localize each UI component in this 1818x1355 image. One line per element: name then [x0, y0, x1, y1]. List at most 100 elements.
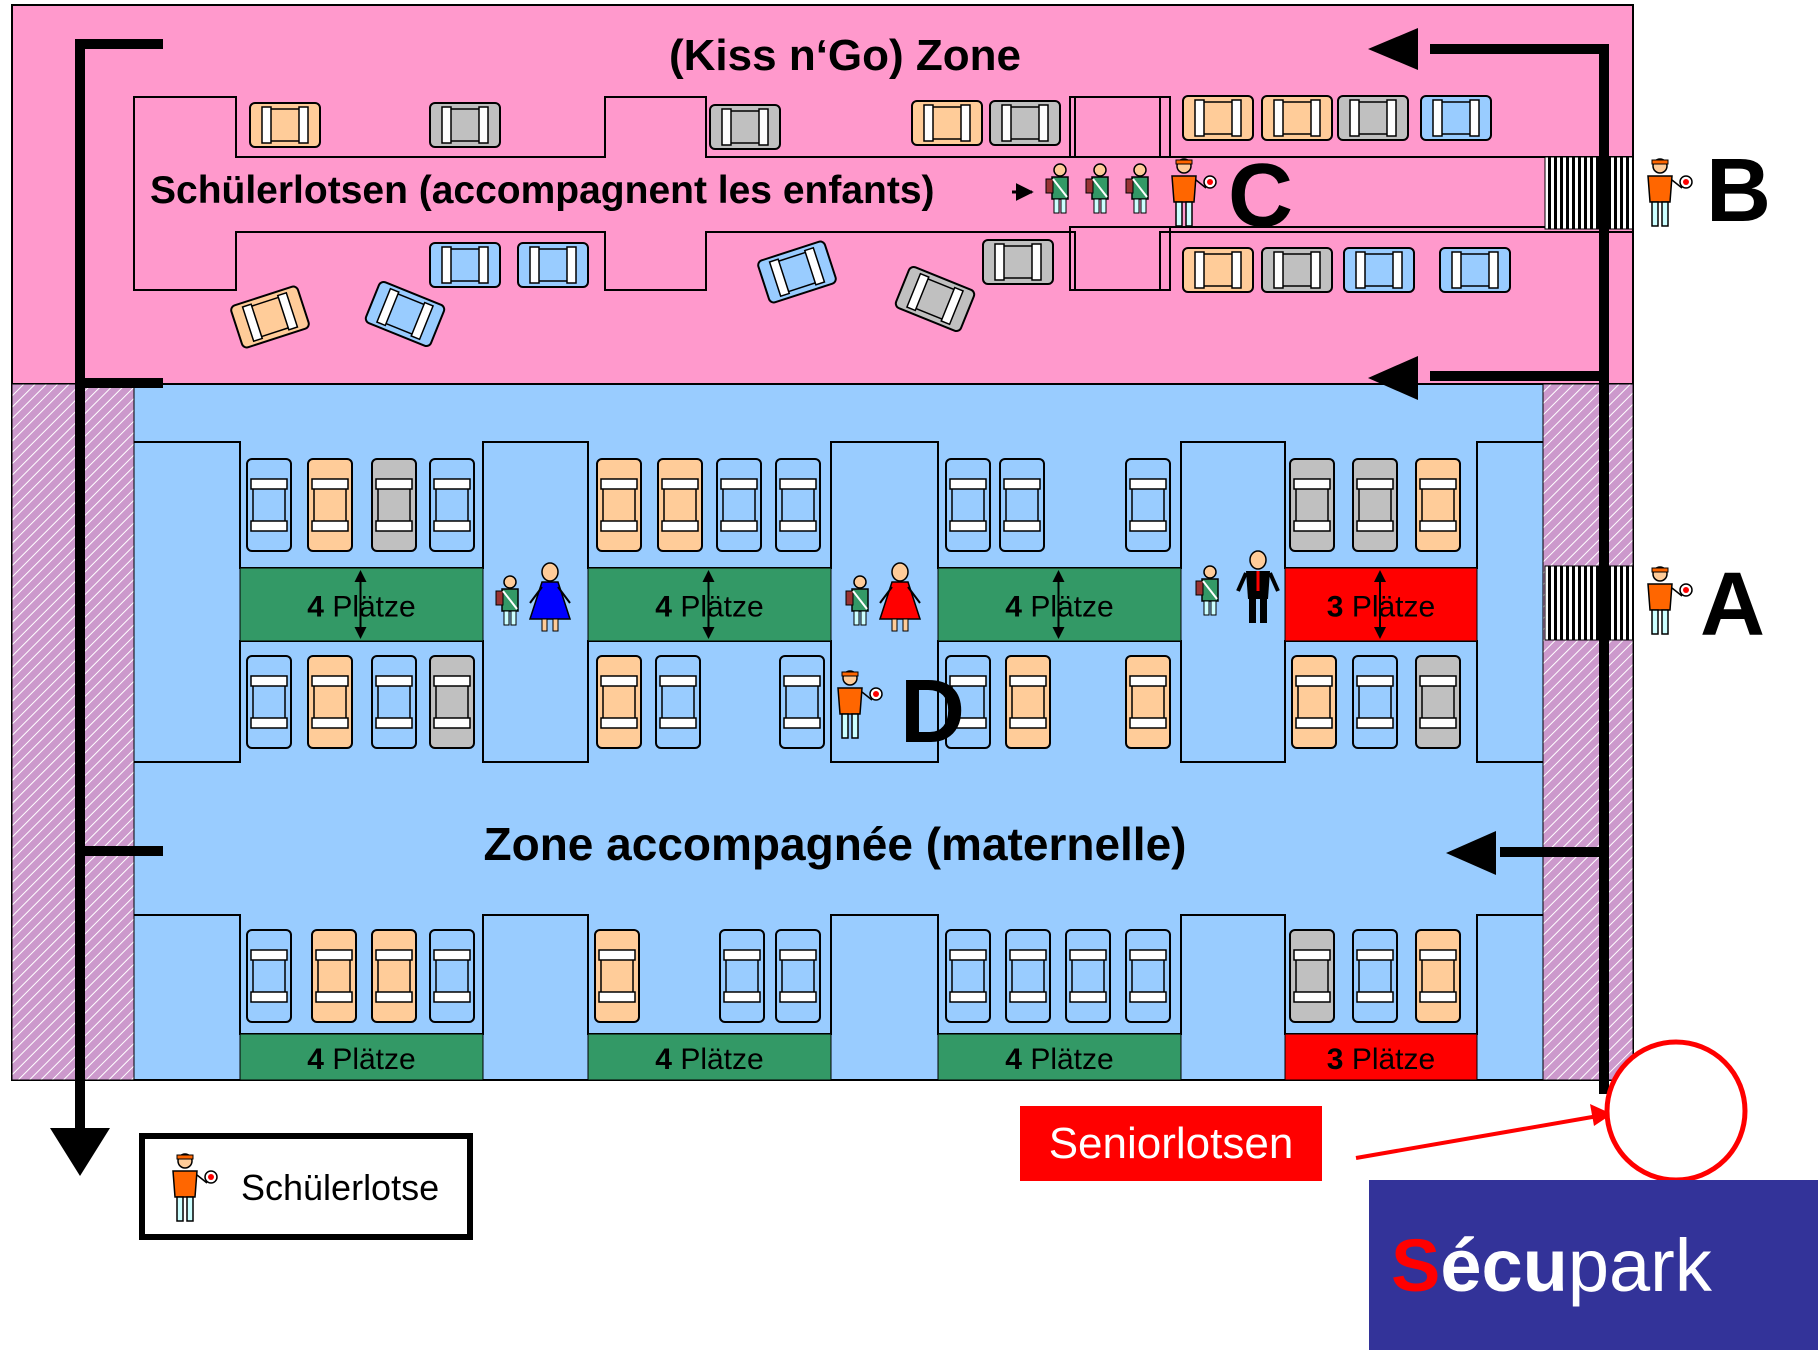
parked-car	[371, 929, 417, 1023]
parked-car	[709, 104, 781, 150]
logo-park: park	[1567, 1224, 1712, 1307]
parked-car	[999, 458, 1045, 552]
crosswalk-a	[1544, 565, 1634, 641]
parked-car	[1125, 929, 1171, 1023]
child-icon	[1125, 163, 1149, 214]
parked-car	[775, 929, 821, 1023]
parked-car	[311, 929, 357, 1023]
parked-car	[657, 458, 703, 552]
child-icon	[495, 575, 519, 626]
places-text: Plätze	[324, 1043, 416, 1076]
places-text: Plätze	[672, 1043, 764, 1076]
places-text: Plätze	[1343, 591, 1435, 624]
places-text: Plätze	[1022, 1043, 1114, 1076]
parked-car	[307, 458, 353, 552]
places-number: 4	[1005, 591, 1022, 624]
parked-car	[230, 285, 310, 349]
parked-car	[945, 655, 991, 749]
parked-car	[429, 242, 501, 288]
places-number: 3	[1327, 1043, 1344, 1076]
parked-cars	[230, 95, 1511, 1023]
crossing-guard-icon	[837, 670, 883, 739]
left-sidewalk	[11, 383, 135, 1081]
parked-car	[1420, 95, 1492, 141]
crossing-guard-icon	[1171, 158, 1217, 227]
places-label: 4 Plätze	[307, 1043, 415, 1076]
parked-car	[364, 280, 446, 348]
parked-car	[1125, 655, 1171, 749]
parked-car	[1005, 655, 1051, 749]
parked-car	[719, 929, 765, 1023]
parked-car	[429, 102, 501, 148]
senior-pointer	[1355, 1114, 1599, 1160]
marker-b: B	[1706, 141, 1771, 241]
places-label: 3 Plätze	[1327, 591, 1435, 624]
parked-car	[779, 655, 825, 749]
parked-car	[1182, 95, 1254, 141]
parked-car	[1125, 458, 1171, 552]
places-label: 4 Plätze	[307, 591, 415, 624]
places-box	[1284, 1033, 1478, 1081]
places-text: Plätze	[672, 591, 764, 624]
kiss-go-upper-boundary	[133, 96, 1633, 291]
places-label: 4 Plätze	[655, 591, 763, 624]
kiss-go-zone-title: (Kiss n‘Go) Zone	[669, 31, 1021, 80]
arrow-mid	[1368, 356, 1418, 400]
crossing-guard-icon	[172, 1153, 218, 1222]
parked-car	[1291, 655, 1337, 749]
crossing-guard-icon	[1647, 566, 1693, 635]
mother-icon	[878, 562, 922, 632]
legend-label: Schülerlotse	[241, 1167, 440, 1208]
parked-car	[249, 102, 321, 148]
legend-box: Schülerlotse	[139, 1133, 473, 1240]
parent-icon	[1236, 550, 1280, 623]
places-number: 4	[655, 591, 672, 624]
parked-car	[517, 242, 589, 288]
seniors-label: Seniorlotsen	[1020, 1106, 1322, 1181]
parked-car	[911, 100, 983, 146]
places-text: Plätze	[1343, 1043, 1435, 1076]
parked-car	[1337, 95, 1409, 141]
places-number: 4	[307, 1043, 324, 1076]
parked-car	[1005, 929, 1051, 1023]
places-text: Plätze	[324, 591, 416, 624]
parked-car	[1261, 247, 1333, 293]
parked-car	[1439, 247, 1511, 293]
parked-car	[1415, 655, 1461, 749]
parked-car	[596, 458, 642, 552]
places-box	[587, 1033, 832, 1081]
parked-car	[246, 655, 292, 749]
parked-car	[1065, 929, 1111, 1023]
places-number: 4	[307, 591, 324, 624]
child-icon	[845, 575, 869, 626]
parked-car	[894, 265, 976, 333]
places-text: Plätze	[1022, 591, 1114, 624]
parked-car	[655, 655, 701, 749]
child-icon	[1045, 163, 1069, 214]
arrow-low	[1446, 831, 1496, 875]
places-box	[937, 1033, 1182, 1081]
places-number: 3	[1327, 591, 1344, 624]
places-label: 4 Plätze	[1005, 591, 1113, 624]
places-label: 3 Plätze	[1327, 1043, 1435, 1076]
parked-car	[1415, 929, 1461, 1023]
crossing-guard-icon	[172, 1153, 218, 1222]
parked-car	[1352, 655, 1398, 749]
marker-d: D	[900, 662, 965, 762]
logo-ecu: écu	[1440, 1224, 1568, 1307]
parked-car	[757, 240, 837, 304]
parked-car	[1352, 929, 1398, 1023]
parked-car	[429, 458, 475, 552]
parked-car	[596, 655, 642, 749]
patrol-note: Schülerlotsen (accompagnent les enfants)	[150, 169, 935, 212]
right-sidewalk	[1542, 383, 1634, 1081]
marker-c: C	[1228, 146, 1293, 246]
places-label: 4 Plätze	[1005, 1043, 1113, 1076]
mother-icon	[528, 562, 572, 632]
marker-a: A	[1700, 555, 1765, 655]
parked-car	[1289, 929, 1335, 1023]
child-icon	[1085, 163, 1109, 214]
